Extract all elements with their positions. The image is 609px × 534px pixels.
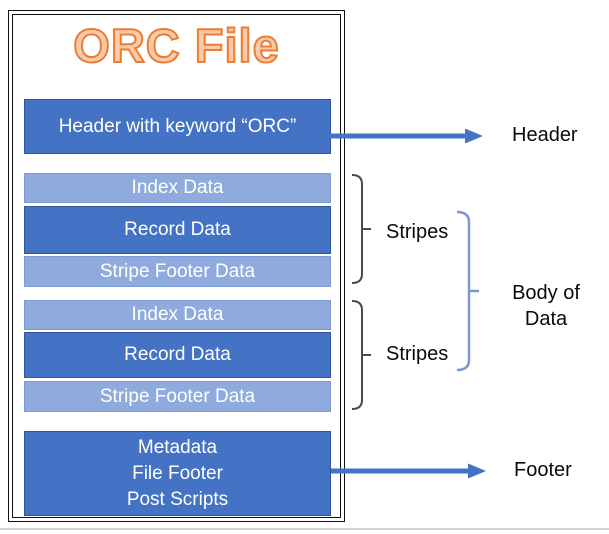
- record-data-box-2: Record Data: [24, 332, 331, 378]
- stripe-footer-data-box-2: Stripe Footer Data: [24, 381, 331, 412]
- stripes-brace-1-icon: [351, 174, 371, 284]
- stripe-footer-data-label: Stripe Footer Data: [99, 260, 256, 282]
- footer-annotation-label: Footer: [514, 459, 572, 481]
- body-of-data-brace-icon: [456, 210, 479, 372]
- footer-box-line: File Footer: [132, 462, 223, 484]
- header-box: Header with keyword “ORC”: [24, 99, 331, 154]
- body-of-data-line1: Body of: [512, 282, 580, 304]
- stripes-annotation-label-2: Stripes: [386, 343, 449, 365]
- body-of-data-annotation-label: Body of Data: [496, 280, 596, 332]
- stripe-footer-data-box-1: Stripe Footer Data: [24, 256, 331, 287]
- stripes-annotation-label-1: Stripes: [386, 221, 449, 243]
- record-data-label: Record Data: [124, 344, 231, 365]
- index-data-box-2: Index Data: [24, 300, 331, 330]
- stripes-brace-2-icon: [351, 300, 371, 410]
- header-arrow-icon: [330, 128, 483, 144]
- footer-box-line: Metadata: [137, 436, 218, 458]
- record-data-box-1: Record Data: [24, 206, 331, 254]
- outer-frame: [8, 10, 345, 522]
- index-data-label: Index Data: [131, 177, 224, 198]
- page-divider: [0, 528, 609, 530]
- diagram-title: ORC File: [72, 18, 280, 73]
- footer-box-line: Post Scripts: [126, 488, 229, 510]
- header-box-label: Header with keyword “ORC”: [58, 115, 297, 137]
- header-annotation-label: Header: [512, 124, 578, 146]
- footer-box: Metadata File Footer Post Scripts: [24, 431, 331, 516]
- index-data-box-1: Index Data: [24, 173, 331, 203]
- body-of-data-line2: Data: [524, 308, 568, 330]
- inner-frame: [12, 14, 341, 518]
- record-data-label: Record Data: [124, 219, 231, 240]
- index-data-label: Index Data: [131, 304, 224, 325]
- footer-arrow-icon: [331, 463, 486, 479]
- stripe-footer-data-label: Stripe Footer Data: [99, 385, 256, 407]
